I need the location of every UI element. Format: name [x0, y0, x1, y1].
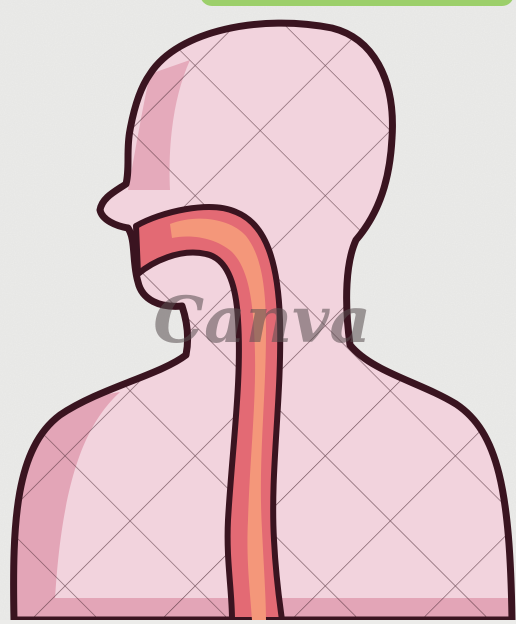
canva-watermark: Canva: [153, 283, 371, 358]
green-tab-decoration: [200, 0, 514, 6]
